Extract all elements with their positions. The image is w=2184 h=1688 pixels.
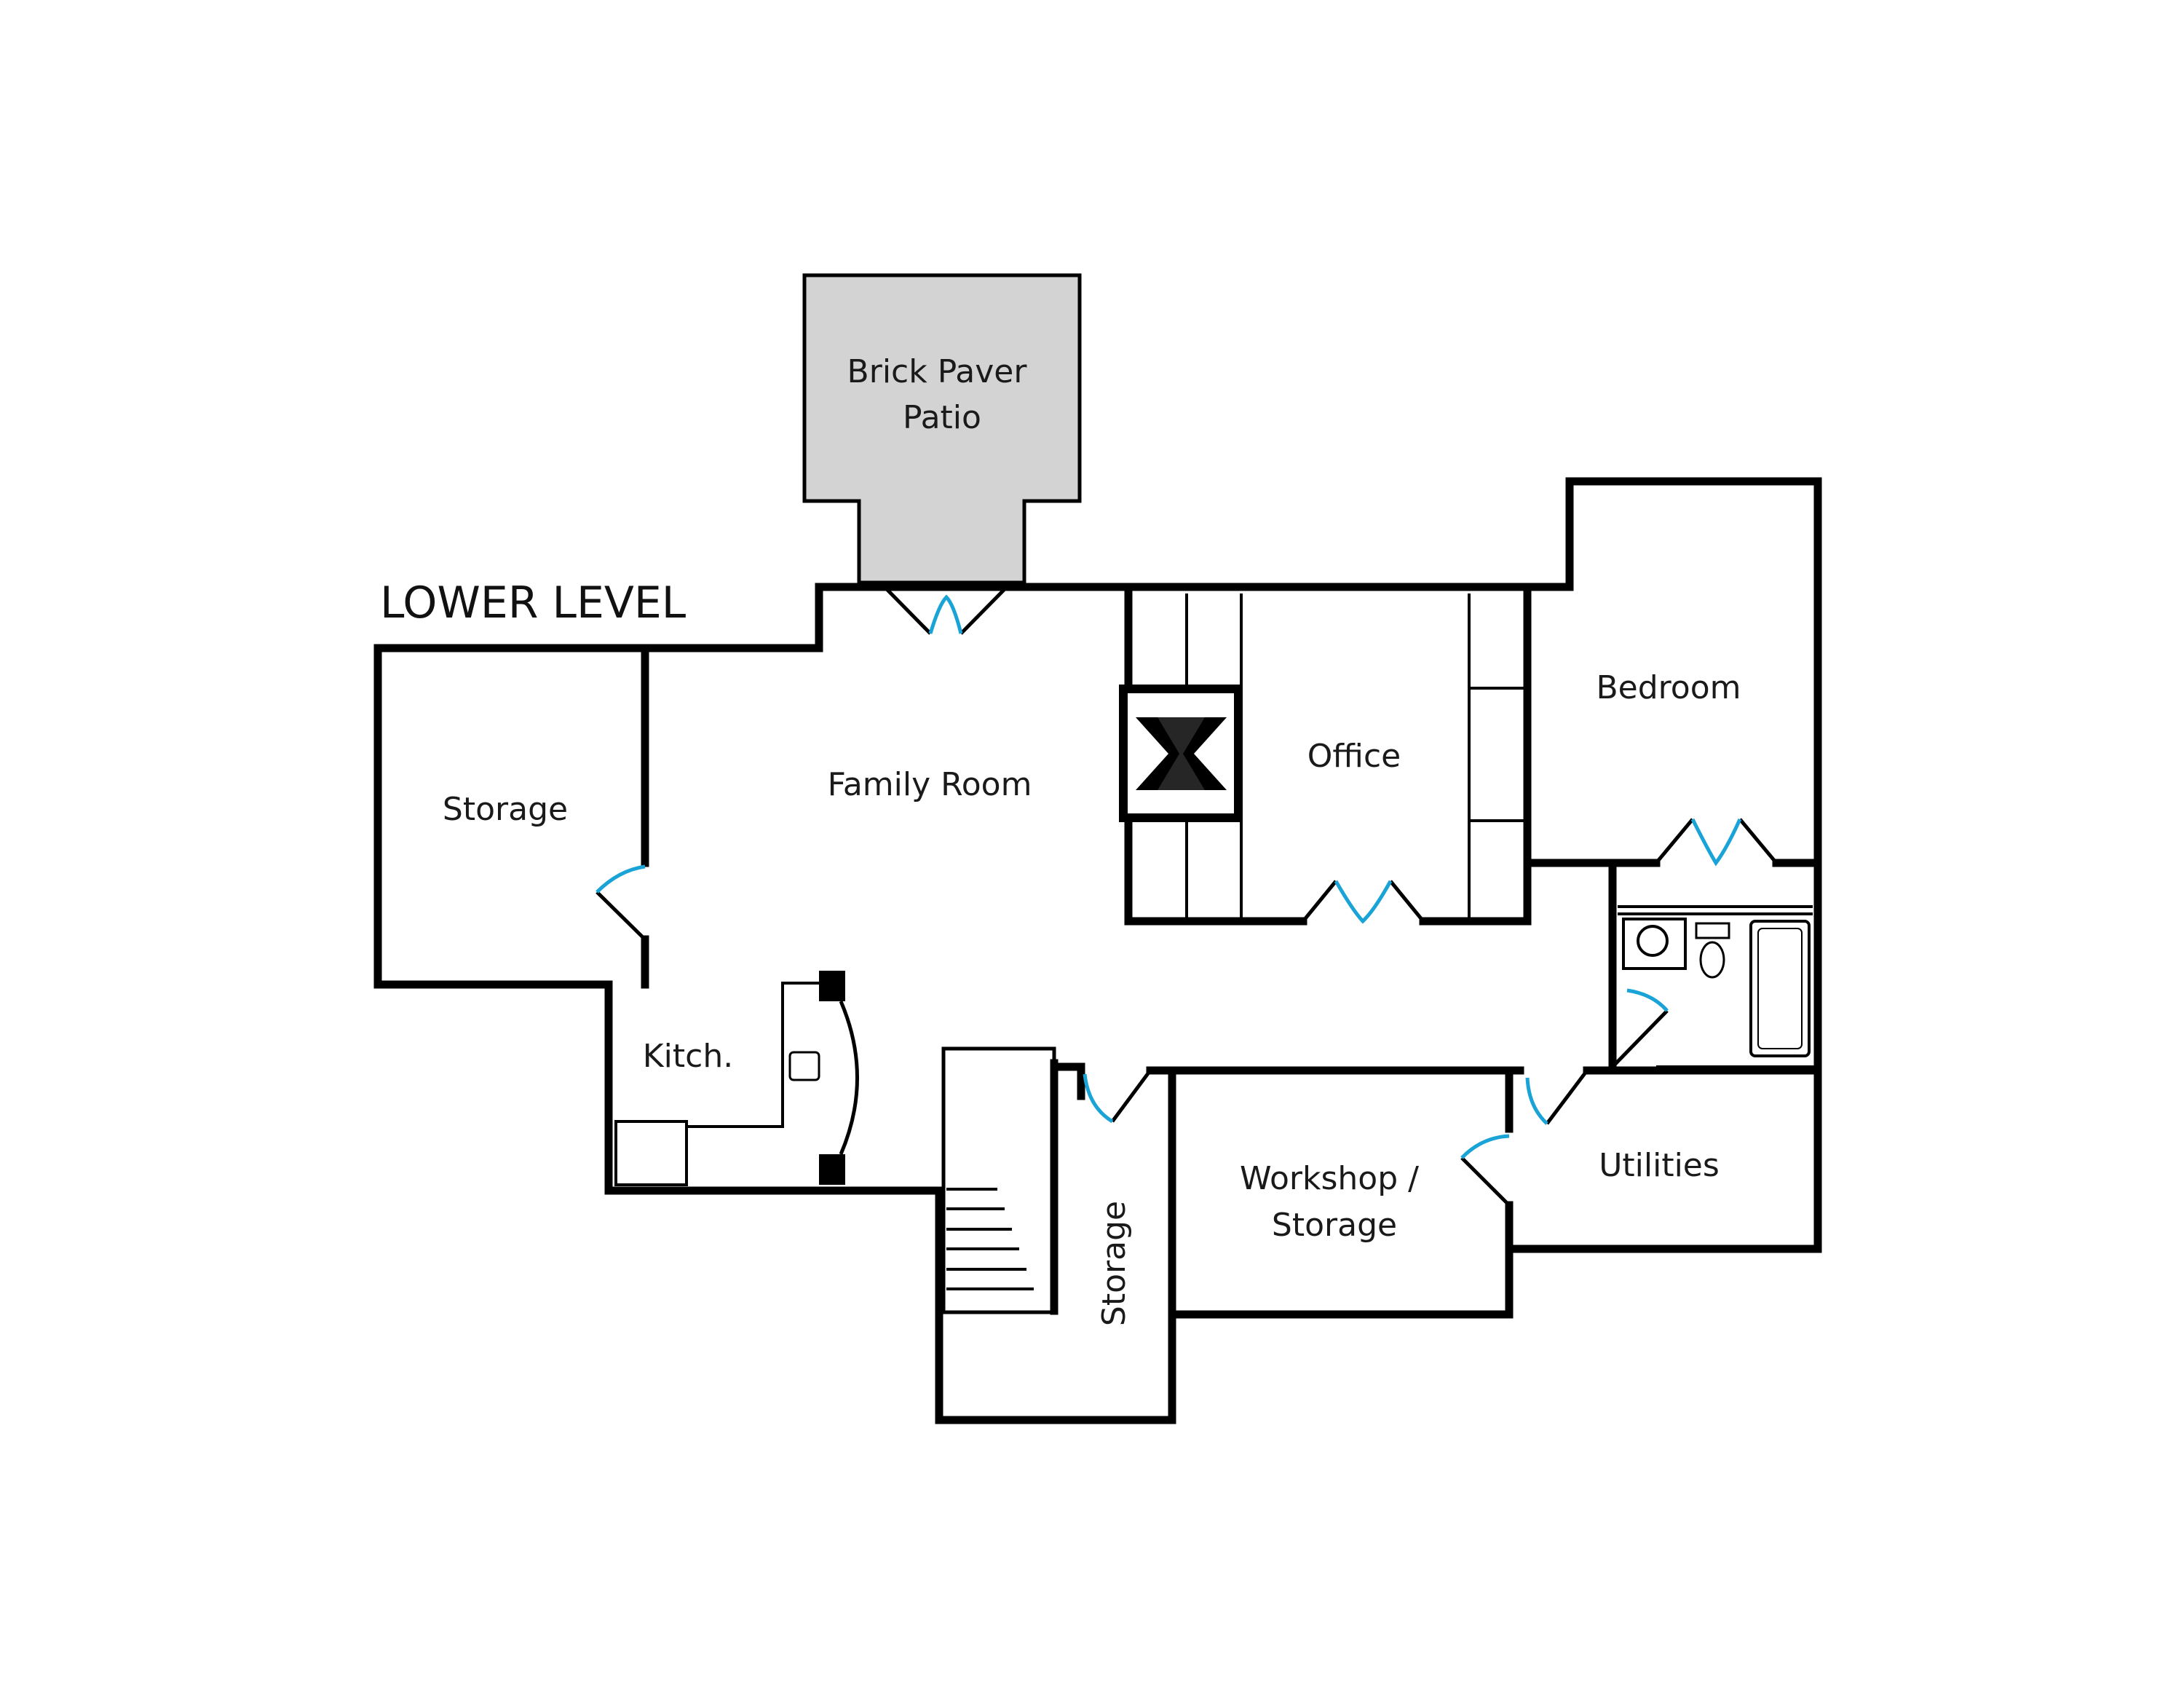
door-patio — [883, 585, 1008, 635]
fireplace-firebox — [1158, 717, 1205, 790]
toilet-tank — [1695, 922, 1730, 939]
label-bedroom: Bedroom — [1596, 669, 1741, 706]
label-workshop: Workshop / Storage — [1240, 1160, 1429, 1244]
label-kitchen: Kitch. — [643, 1038, 733, 1075]
label-patio: Brick Paver Patio — [847, 353, 1037, 436]
kitchen-sink — [788, 1051, 820, 1081]
door-stair-storage — [1110, 1069, 1152, 1123]
bathtub-inner — [1757, 928, 1803, 1049]
label-storage-west: Storage — [443, 791, 568, 828]
plan-title: LOWER LEVEL — [380, 577, 687, 628]
kitchen-appliance — [614, 1120, 688, 1186]
door-storage-west — [596, 891, 646, 941]
door-patio-swing — [928, 594, 963, 634]
stair-treads — [946, 1188, 1034, 1290]
door-workshop — [1460, 1156, 1511, 1207]
wall-bath-closet — [1618, 905, 1813, 915]
door-workshop-swing — [1460, 1134, 1510, 1159]
stairwell — [941, 1046, 1056, 1314]
wall-office-bottom-right — [1419, 583, 1532, 926]
kitchen-post-bottom — [819, 1154, 845, 1185]
door-bedroom-closet-swing — [1690, 818, 1742, 867]
bath-sink — [1637, 925, 1669, 957]
label-patio-line2: Patio — [903, 399, 981, 436]
patio-area — [802, 273, 1082, 585]
door-stair-storage-swing — [1083, 1073, 1114, 1124]
label-family-room: Family Room — [828, 766, 1032, 803]
door-bedroom-closet — [1655, 818, 1778, 864]
bathtub — [1749, 920, 1811, 1057]
fireplace-hearth — [1136, 717, 1227, 790]
label-storage-stair: Storage — [1096, 1201, 1133, 1326]
label-workshop-line2: Storage — [1272, 1207, 1397, 1244]
label-office: Office — [1307, 738, 1401, 775]
kitchen-counter — [616, 982, 823, 1128]
door-utilities-swing — [1525, 1077, 1548, 1125]
door-utilities — [1546, 1069, 1588, 1125]
toilet-bowl — [1699, 941, 1725, 979]
door-bath-swing — [1626, 988, 1669, 1012]
fireplace — [1119, 685, 1243, 822]
door-storage-west-swing — [596, 864, 646, 894]
kitchen-post-top — [819, 971, 845, 1001]
kitchen-arc — [839, 1001, 859, 1155]
wall-stair-storage — [1051, 1062, 1085, 1100]
label-utilities: Utilities — [1599, 1147, 1720, 1184]
door-office-swing — [1334, 880, 1393, 924]
door-office — [1302, 880, 1425, 923]
label-patio-line1: Brick Paver — [847, 353, 1028, 390]
label-workshop-line1: Workshop / — [1240, 1160, 1419, 1197]
door-bath — [1611, 1009, 1669, 1068]
